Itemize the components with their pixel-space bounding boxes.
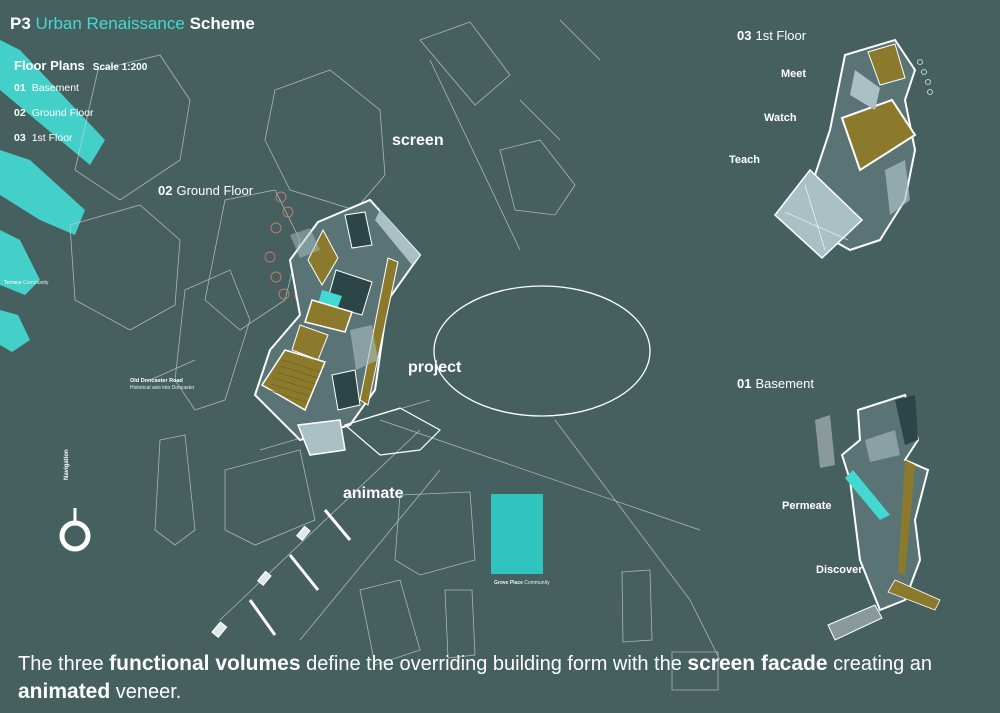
floor-plans-scale: Scale 1:200: [92, 62, 148, 73]
board-caption: The three functional volumes define the …: [18, 650, 990, 706]
board-title-code: P3: [10, 14, 31, 33]
navigation-symbol: [59, 508, 91, 552]
floor-plan-item-num: 03: [14, 132, 26, 144]
floor-plan-item-num: 01: [14, 82, 26, 94]
floor-plans-heading: Floor Plans Scale 1:200: [14, 58, 147, 73]
terrace-label-bold: Terrace: [4, 280, 22, 286]
concept-screen: screen: [392, 132, 444, 149]
first-floor-plan: [773, 38, 933, 260]
concept-project: project: [408, 359, 462, 376]
caption-strong: screen facade: [687, 652, 828, 675]
grove-label-bold: Grove Place: [494, 580, 523, 586]
floor-plan-item-label: 1st Floor: [31, 132, 73, 144]
road-name-label: Old Doncaster Road: [130, 378, 183, 384]
concept-teach: Teach: [729, 154, 760, 166]
caption-strong: functional volumes: [109, 652, 301, 675]
ground-floor-title-num: 02: [158, 183, 173, 198]
basement-title-num: 01: [737, 376, 752, 391]
first-floor-title-label: 1st Floor: [755, 28, 807, 43]
roundabout: [433, 285, 651, 417]
floor-plans-heading-text: Floor Plans: [14, 58, 85, 73]
approach-path: [211, 407, 441, 639]
navigation-label: Navigation: [64, 449, 70, 480]
basement-plan: [815, 393, 941, 641]
caption-part: The three: [18, 653, 110, 675]
caption-part: define the overriding building form with…: [300, 653, 688, 675]
floor-plan-item-label: Ground Floor: [31, 107, 94, 119]
floor-plan-item-ground: 02 Ground Floor: [14, 107, 94, 119]
terrace-community-label: Terrace Community: [4, 280, 48, 286]
caption-part: veneer.: [110, 681, 182, 703]
grove-label-rest: Community: [524, 580, 550, 586]
grove-place-label: Grove Place Community: [494, 580, 550, 586]
concept-discover: Discover: [816, 564, 863, 576]
caption-strong: animated: [18, 680, 111, 703]
floor-plan-item-basement: 01 Basement: [14, 82, 79, 94]
concept-animate: animate: [343, 485, 404, 502]
board-title-rest: Scheme: [189, 14, 255, 33]
terrace-community-blocks: [0, 40, 105, 352]
board-title-highlight: Urban Renaissance: [35, 14, 185, 33]
ground-floor-plan: [253, 198, 422, 456]
floor-plan-item-num: 02: [14, 107, 26, 119]
floor-plan-item-label: Basement: [31, 82, 79, 94]
board-title: P3 Urban Renaissance Scheme: [10, 14, 255, 34]
context-outlines: [69, 19, 721, 691]
concept-watch: Watch: [764, 112, 797, 124]
road-sub-label: Historical axis into Doncaster: [130, 385, 195, 391]
caption-part: creating an: [827, 653, 933, 675]
ground-floor-title-label: Ground Floor: [176, 183, 254, 198]
terrace-label-rest: Community: [23, 280, 49, 286]
first-floor-title-num: 03: [737, 28, 752, 43]
grove-place-green: [491, 494, 543, 574]
floor-plan-item-first: 03 1st Floor: [14, 132, 73, 144]
basement-title-label: Basement: [755, 376, 815, 391]
concept-permeate: Permeate: [782, 500, 832, 512]
concept-meet: Meet: [781, 68, 807, 80]
